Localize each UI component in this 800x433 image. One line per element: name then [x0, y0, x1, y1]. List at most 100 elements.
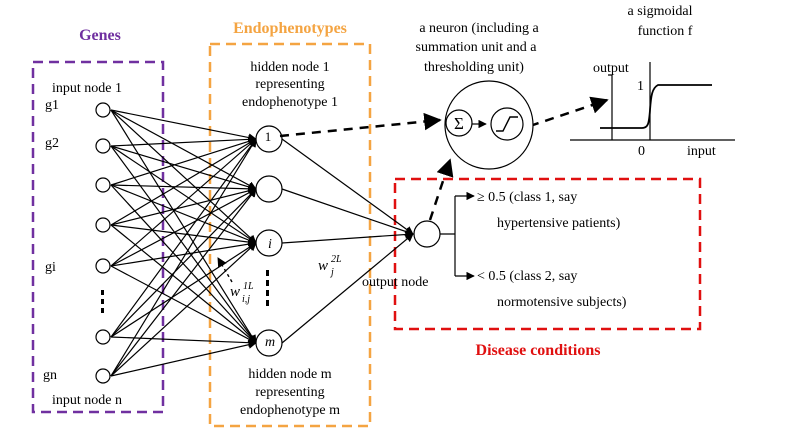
- hidden-nodes: [255, 125, 283, 357]
- svg-text:a sigmoidal: a sigmoidal: [628, 4, 693, 19]
- svg-text:j: j: [329, 267, 334, 278]
- hidden-to-neuron-arrow: [279, 112, 442, 138]
- edge-input-1-hidden-1: [110, 145, 257, 191]
- edge-hidden-3-output: [281, 233, 414, 344]
- neuron-to-sigmoid-arrow: [529, 96, 609, 128]
- svg-text:1L: 1L: [243, 281, 254, 292]
- genes-box: [31, 60, 165, 414]
- hidden-node-0: [255, 125, 283, 153]
- output-to-neuron-arrow: [428, 158, 454, 221]
- edge-input-6-hidden-2: [110, 242, 257, 377]
- input-node-1-label: input node 1: [52, 81, 122, 96]
- svg-text:function f: function f: [638, 24, 693, 39]
- hidden-node-m-label: m: [265, 335, 275, 350]
- edge-hidden-1-output: [281, 188, 414, 236]
- input-node-3: [95, 217, 111, 233]
- neuron-caption: a neuron (including a summation unit and…: [416, 21, 540, 75]
- edge-input-2-hidden-1: [110, 184, 257, 193]
- gene-label-gi: gi: [45, 260, 56, 275]
- edge-input-4-hidden-3: [110, 265, 257, 344]
- svg-text:2L: 2L: [331, 254, 342, 265]
- svg-text:hidden node m: hidden node m: [248, 367, 331, 382]
- sigmoid-tick-zero: 0: [638, 144, 645, 159]
- edge-input-4-hidden-0: [110, 138, 257, 267]
- edge-input-5-hidden-2: [110, 242, 257, 338]
- input-node-6: [95, 368, 111, 384]
- svg-text:hidden node 1: hidden node 1: [250, 60, 329, 75]
- sigmoid-plot: [570, 62, 735, 141]
- gene-label-g1: g1: [45, 98, 59, 113]
- edge-input-2-hidden-0: [110, 137, 257, 186]
- svg-text:endophenotype m: endophenotype m: [240, 403, 340, 418]
- edge-input-4-hidden-1: [110, 188, 257, 267]
- threshold-icon: [496, 116, 518, 132]
- svg-text:a neuron (including a: a neuron (including a: [419, 21, 539, 36]
- svg-text:endophenotype 1: endophenotype 1: [242, 95, 338, 110]
- edge-input-3-hidden-2: [110, 224, 257, 247]
- edge-input-1-hidden-2: [110, 145, 257, 244]
- edge-input-3-hidden-0: [110, 138, 257, 226]
- input-ellipsis: [101, 290, 104, 313]
- hidden-node-2: [255, 229, 283, 257]
- svg-text:representing: representing: [255, 385, 324, 400]
- edge-input-1-hidden-0: [110, 135, 257, 147]
- input-node-5: [95, 329, 111, 345]
- neuron: Σ: [444, 80, 534, 170]
- sigmoid-x-label: input: [687, 144, 716, 159]
- sigmoid-y-label: output: [593, 61, 629, 76]
- class-1-condition: ≥ 0.5 (class 1, say: [477, 190, 577, 205]
- gene-label-gn: gn: [43, 368, 57, 383]
- sigmoid-curve: [600, 84, 712, 129]
- edge-input-6-hidden-3: [110, 340, 257, 377]
- hidden-node-3: [255, 329, 283, 357]
- edge-hidden-0-output: [281, 138, 414, 235]
- hidden-ellipsis: [266, 270, 269, 306]
- edge-input-1-hidden-3: [110, 145, 257, 344]
- hidden-node-1-caption: hidden node 1 representing endophenotype…: [242, 60, 338, 110]
- input-node-2: [95, 177, 111, 193]
- edge-input-2-hidden-3: [110, 184, 257, 344]
- genes-title: Genes: [79, 27, 121, 44]
- edge-input-5-hidden-3: [110, 336, 257, 347]
- edge-input-6-hidden-0: [110, 138, 257, 377]
- disease-box: [393, 177, 702, 331]
- endophenotypes-box: [208, 42, 372, 428]
- edge-input-0-hidden-0: [110, 109, 257, 142]
- hidden-node-1-label: 1: [265, 129, 272, 144]
- input-node-1: [95, 138, 111, 154]
- svg-text:summation unit and a: summation unit and a: [416, 40, 538, 55]
- sum-symbol: Σ: [454, 114, 464, 133]
- svg-text:w: w: [318, 258, 328, 274]
- class-1-detail: hypertensive patients): [497, 216, 621, 231]
- hidden-node-1: [255, 175, 283, 203]
- input-node-n-label: input node n: [52, 393, 122, 408]
- sigmoid-caption: a sigmoidal function f: [628, 4, 693, 39]
- edge-input-2-hidden-2: [110, 184, 257, 245]
- edge-input-6-hidden-1: [110, 188, 257, 377]
- svg-text:thresholding unit): thresholding unit): [424, 60, 524, 75]
- endophenotypes-title: Endophenotypes: [233, 20, 347, 37]
- svg-text:representing: representing: [255, 77, 324, 92]
- input-nodes: [95, 102, 111, 384]
- svg-text:i,j: i,j: [242, 294, 250, 305]
- class-2-detail: normotensive subjects): [497, 295, 627, 310]
- edge-input-4-hidden-2: [110, 240, 257, 267]
- edge-input-3-hidden-1: [110, 186, 257, 226]
- disease-title: Disease conditions: [476, 342, 601, 359]
- weight-label-w1: w 1L i,j: [230, 281, 254, 305]
- edge-input-0-hidden-1: [110, 109, 257, 190]
- edge-hidden-2-output: [281, 230, 414, 244]
- svg-text:w: w: [230, 284, 240, 300]
- output-node-label: output node: [362, 275, 429, 290]
- gene-label-g2: g2: [45, 136, 59, 151]
- input-hidden-connections: [110, 109, 257, 377]
- edge-input-0-hidden-3: [110, 109, 257, 344]
- edge-input-5-hidden-1: [110, 188, 257, 338]
- hidden-node-m-caption: hidden node m representing endophenotype…: [240, 367, 340, 418]
- weight-label-w2: w 2L j: [318, 254, 342, 278]
- input-node-0: [95, 102, 111, 118]
- input-node-4: [95, 258, 111, 274]
- hidden-node-i-label: i: [268, 237, 272, 252]
- edge-input-5-hidden-0: [110, 138, 257, 338]
